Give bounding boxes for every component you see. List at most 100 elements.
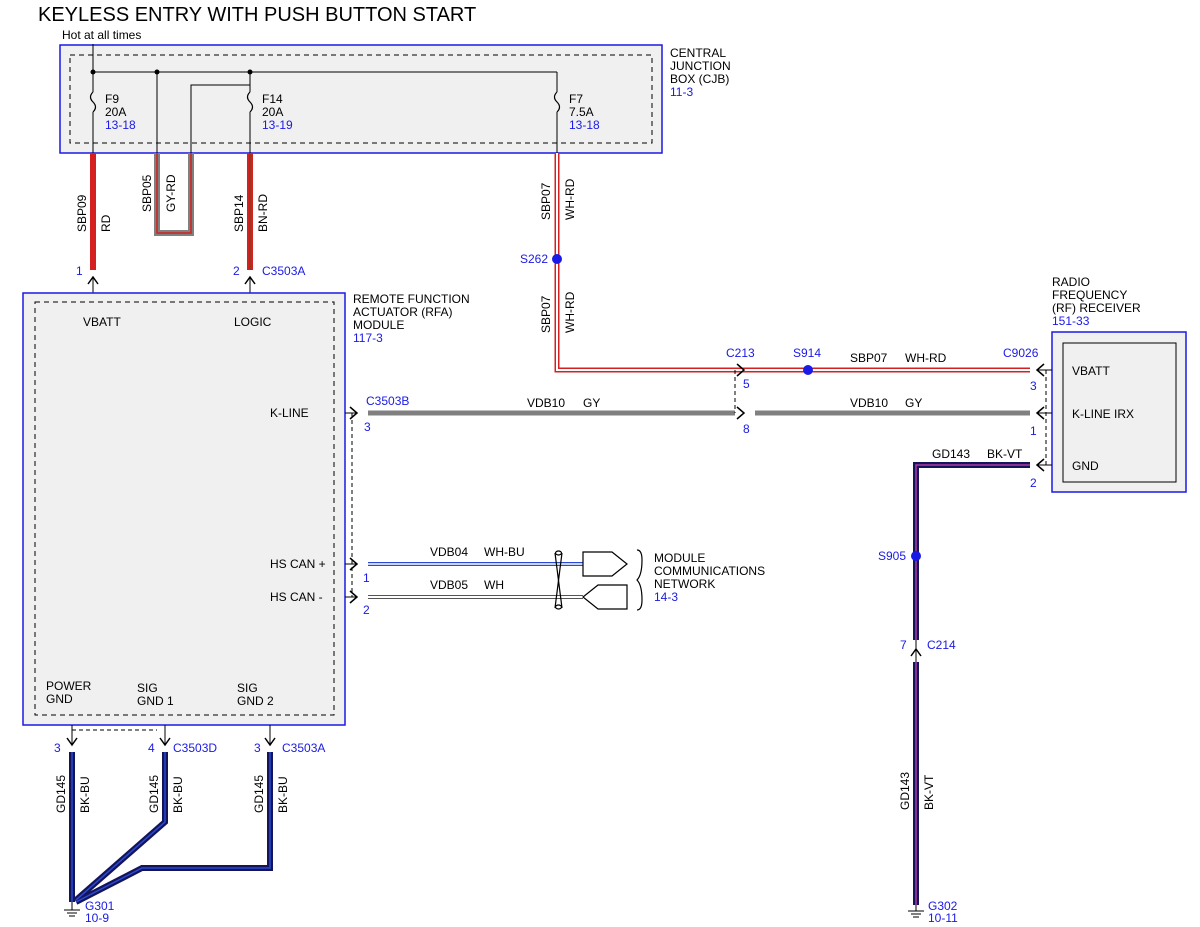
ground-g301-id[interactable]: G301	[85, 899, 115, 913]
fuse-f9-id: F9	[105, 92, 119, 106]
hot-at-all-times-label: Hot at all times	[62, 28, 141, 42]
wire-sbp07-circuit-upper: SBP07	[539, 182, 553, 220]
wire-gd145-color-1: BK-BU	[78, 776, 92, 813]
rfa-pin-logic: LOGIC	[234, 315, 272, 329]
fuse-f7-ref[interactable]: 13-18	[569, 118, 600, 132]
ground-g302-ref[interactable]: 10-11	[928, 911, 958, 925]
wire-sbp09-color: RD	[99, 214, 113, 232]
cjb-ref[interactable]: 11-3	[670, 85, 693, 99]
network-ref[interactable]: 14-3	[654, 590, 678, 604]
wire-vdb04-circuit: VDB04	[430, 545, 468, 559]
rfa-pin-sig-gnd2-line2: GND 2	[237, 694, 274, 708]
splice-s914-dot[interactable]	[803, 365, 813, 375]
connector-c213-arrow-5	[736, 363, 746, 377]
network-brace	[636, 549, 643, 611]
network-name-line3: NETWORK	[654, 577, 715, 591]
rfa-ref[interactable]: 117-3	[353, 331, 383, 345]
wire-vdb10-color-left: GY	[583, 396, 600, 410]
wire-vdb04-color: WH-BU	[484, 545, 525, 559]
wire-sbp14-circuit: SBP14	[232, 194, 246, 232]
pin-c213-8: 8	[743, 422, 750, 436]
pin-kline-number: 3	[364, 420, 371, 434]
wire-gd145-circuit-2: GD145	[147, 775, 161, 813]
wire-sbp07-circuit-horizontal: SBP07	[850, 351, 888, 365]
wire-vdb10-circuit-right: VDB10	[850, 396, 888, 410]
pin-rf-kline-number: 1	[1030, 424, 1037, 438]
wire-sbp05-color: GY-RD	[164, 174, 178, 212]
fuse-f14-id: F14	[262, 92, 283, 106]
connector-arrow-sig-gnd2	[264, 737, 276, 747]
wire-gd143-color-vertical: BK-VT	[922, 774, 936, 810]
splice-s905-label[interactable]: S905	[878, 549, 906, 563]
wire-sbp14-color: BN-RD	[256, 194, 270, 232]
wire-vdb10-color-right: GY	[905, 396, 922, 410]
splice-s262-label[interactable]: S262	[520, 252, 548, 266]
wire-gd145-circuit-1: GD145	[54, 775, 68, 813]
wire-gd145-color-3: BK-BU	[276, 776, 290, 813]
pin-sig-gnd1-number: 4	[148, 741, 155, 755]
pin-sig-gnd2-number: 3	[254, 741, 261, 755]
network-connector-plus	[582, 551, 628, 577]
fuse-f14-ref[interactable]: 13-19	[262, 118, 293, 132]
rf-pin-kline: K-LINE IRX	[1072, 407, 1134, 421]
fuse-f9-symbol	[89, 91, 97, 113]
rfa-pin-power-gnd-line1: POWER	[46, 679, 92, 693]
fuse-f9-ref[interactable]: 13-18	[105, 118, 136, 132]
connector-c3503a-top[interactable]: C3503A	[262, 264, 305, 278]
ground-g302-symbol	[908, 905, 924, 918]
wire-sbp07	[554, 153, 1030, 373]
network-name-line2: COMMUNICATIONS	[654, 564, 765, 578]
connector-c213-arrow-8	[736, 406, 746, 420]
wire-sbp07-color-upper: WH-RD	[563, 178, 577, 220]
wire-vdb05-circuit: VDB05	[430, 578, 468, 592]
splice-s914-label[interactable]: S914	[793, 346, 821, 360]
wire-gd145-color-2: BK-BU	[171, 776, 185, 813]
fuse-f9-rating: 20A	[105, 105, 126, 119]
twisted-pair-icon	[554, 550, 563, 610]
wire-gd143-circuit-horizontal: GD143	[932, 447, 970, 461]
connector-c214[interactable]: C214	[927, 638, 956, 652]
rf-name-line2: FREQUENCY	[1052, 288, 1127, 302]
splice-s262-dot[interactable]	[552, 254, 562, 264]
wire-sbp07-color-horizontal: WH-RD	[905, 351, 947, 365]
connector-arrow-sig-gnd1	[159, 737, 171, 747]
splice-s905-dot[interactable]	[911, 551, 921, 561]
wire-sbp07-circuit-lower: SBP07	[539, 295, 553, 333]
connector-c3503a-bottom[interactable]: C3503A	[282, 741, 325, 755]
cjb-name-line1: CENTRAL	[670, 46, 726, 60]
network-name-line1: MODULE	[654, 551, 705, 565]
connector-c3503b[interactable]: C3503B	[366, 394, 409, 408]
wire-gd145-group	[69, 752, 273, 905]
connector-arrow-power-gnd	[66, 737, 78, 747]
rf-pin-vbatt: VBATT	[1072, 364, 1110, 378]
rfa-name-line3: MODULE	[353, 318, 404, 332]
fuse-f7-symbol	[553, 91, 561, 113]
rf-name-line3: (RF) RECEIVER	[1052, 301, 1141, 315]
rfa-name-line2: ACTUATOR (RFA)	[353, 305, 453, 319]
wire-gd145-circuit-3: GD145	[252, 775, 266, 813]
connector-c3503d[interactable]: C3503D	[173, 741, 217, 755]
connector-c9026[interactable]: C9026	[1003, 346, 1039, 360]
pin-logic-number: 2	[233, 264, 240, 278]
ground-g302-id[interactable]: G302	[928, 899, 958, 913]
rf-pin-gnd: GND	[1072, 459, 1099, 473]
rfa-pin-power-gnd-line2: GND	[46, 692, 73, 706]
rfa-pin-hscan-minus: HS CAN -	[270, 590, 323, 604]
ground-g301-symbol	[64, 902, 80, 917]
pin-vbatt-number: 1	[76, 264, 83, 278]
rf-ref[interactable]: 151-33	[1052, 314, 1090, 328]
fuse-f7-id: F7	[569, 92, 583, 106]
connector-c213[interactable]: C213	[726, 346, 755, 360]
rfa-pin-sig-gnd1-line2: GND 1	[137, 694, 174, 708]
rfa-pin-sig-gnd2-line1: SIG	[237, 681, 258, 695]
rf-name-line1: RADIO	[1052, 275, 1090, 289]
cjb-name-line3: BOX (CJB)	[670, 72, 729, 86]
wire-sbp09-circuit: SBP09	[75, 194, 89, 232]
rfa-module	[22, 292, 346, 726]
wire-vdb10-circuit-left: VDB10	[527, 396, 565, 410]
rf-receiver	[1051, 331, 1187, 493]
pin-c213-5: 5	[743, 377, 750, 391]
wire-vdb05-color: WH	[484, 578, 504, 592]
ground-g301-ref[interactable]: 10-9	[85, 911, 109, 925]
